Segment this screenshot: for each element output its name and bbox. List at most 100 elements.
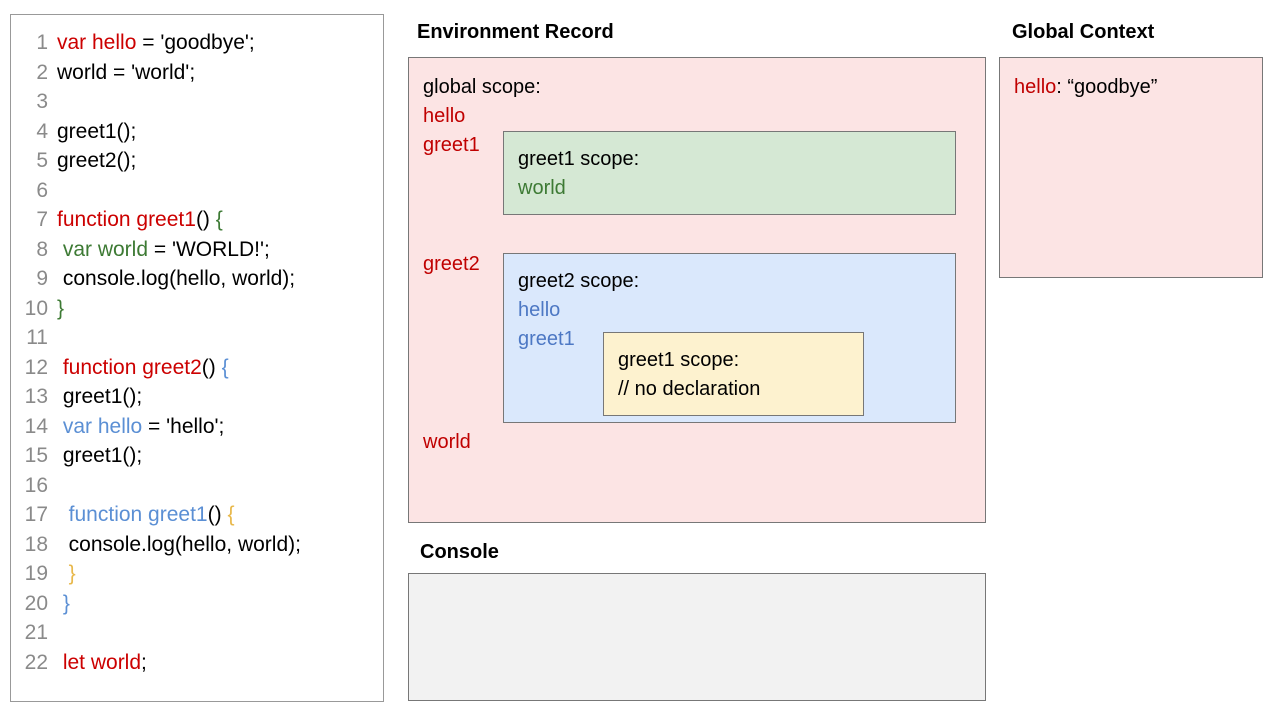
code-line: 12 function greet2() { [11, 356, 383, 386]
code-line: 6 [11, 179, 383, 209]
code-line-text: } [57, 562, 76, 586]
code-token: function greet1 [57, 503, 208, 526]
global-var-hello: hello [423, 105, 466, 127]
code-line: 22 let world; [11, 651, 383, 681]
code-token: greet2(); [57, 149, 137, 172]
code-token: greet1(); [57, 444, 143, 467]
global-context-entry: hello: “goodbye” [1014, 76, 1157, 99]
code-line: 9 console.log(hello, world); [11, 267, 383, 297]
line-number: 21 [24, 621, 48, 644]
code-line: 5 greet2(); [11, 149, 383, 179]
line-number: 10 [24, 296, 48, 320]
code-line-text: var hello = 'goodbye'; [57, 31, 255, 55]
line-number: 17 [24, 503, 48, 526]
code-token: var hello [57, 414, 143, 438]
global-scope-label: global scope: [423, 76, 541, 98]
line-number: 19 [24, 562, 48, 585]
greet1-inner-scope-box: greet1 scope: // no declaration [603, 332, 864, 416]
code-token: } [57, 562, 76, 585]
code-token: console.log(hello, world); [57, 532, 301, 556]
global-context-entry-separator: : [1056, 76, 1068, 98]
code-token: ; [141, 650, 147, 674]
code-token: { [227, 503, 235, 526]
code-editor-panel[interactable]: 1 var hello = 'goodbye'; 2 world = 'world';… [10, 14, 384, 702]
global-var-greet2: greet2 [423, 253, 480, 275]
code-line: 15 greet1(); [11, 444, 383, 474]
line-number: 6 [36, 178, 48, 202]
line-number: 1 [36, 31, 48, 54]
code-line: 7 function greet1() { [11, 208, 383, 238]
code-line-text: greet1(); [57, 444, 142, 468]
console-title: Console [420, 541, 499, 563]
code-line-text: let world; [57, 651, 147, 675]
code-line: 1 var hello = 'goodbye'; [11, 31, 383, 61]
code-line: 18 console.log(hello, world); [11, 533, 383, 563]
code-line-text: var world = 'WORLD!'; [57, 238, 270, 262]
line-number: 14 [24, 414, 48, 438]
code-line-text: greet1(); [57, 120, 136, 144]
global-context-entry-key: hello [1014, 76, 1057, 98]
code-token: world = 'world'; [57, 60, 196, 84]
code-line-text: function greet1() { [57, 208, 223, 232]
code-line: 19 } [11, 562, 383, 592]
global-var-world: world [423, 431, 471, 453]
line-number: 13 [24, 385, 48, 408]
code-token: () [207, 503, 228, 526]
code-line: 3 [11, 90, 383, 120]
code-token: greet1(); [57, 385, 143, 408]
code-token: { [215, 208, 223, 231]
greet2-scope-var-greet1: greet1 [518, 328, 575, 350]
code-token: = 'WORLD!'; [148, 237, 270, 261]
greet2-scope-label: greet2 scope: [518, 270, 640, 292]
code-line: 11 [11, 326, 383, 356]
greet2-scope-var-hello: hello [518, 299, 561, 321]
code-line-text: console.log(hello, world); [57, 533, 301, 557]
code-line-text: console.log(hello, world); [57, 267, 295, 291]
code-token: } [57, 296, 65, 320]
global-var-greet1: greet1 [423, 134, 480, 156]
code-token: var world [57, 237, 149, 261]
code-line-text: greet2(); [57, 149, 136, 173]
code-token: var hello [57, 31, 137, 54]
environment-record-title: Environment Record [417, 21, 614, 43]
code-line: 8 var world = 'WORLD!'; [11, 238, 383, 268]
code-line-text: world = 'world'; [57, 61, 195, 85]
code-token: function greet1 [57, 208, 196, 231]
code-line: 4 greet1(); [11, 120, 383, 150]
code-line: 20 } [11, 592, 383, 622]
code-line-text: greet1(); [57, 385, 142, 409]
code-line: 10} [11, 297, 383, 327]
code-line: 21 [11, 621, 383, 651]
code-line: 17 function greet1() { [11, 503, 383, 533]
line-number: 7 [36, 208, 48, 231]
line-number: 20 [24, 591, 48, 615]
line-number: 15 [24, 444, 48, 467]
code-token: = 'hello'; [142, 414, 225, 438]
line-number: 9 [36, 267, 48, 290]
code-token: = 'goodbye'; [136, 31, 255, 54]
code-token: { [221, 355, 229, 379]
code-line-text: } [57, 297, 64, 321]
global-context-box: hello: “goodbye” [999, 57, 1263, 278]
code-token: () [195, 208, 216, 231]
line-number: 4 [36, 119, 48, 143]
greet1-scope-label: greet1 scope: [518, 148, 640, 170]
code-line: 14 var hello = 'hello'; [11, 415, 383, 445]
code-line-text: var hello = 'hello'; [57, 414, 225, 439]
line-number: 5 [36, 149, 48, 172]
code-token: } [57, 591, 70, 615]
global-context-title: Global Context [1012, 21, 1155, 43]
code-line-text: } [57, 592, 70, 616]
line-number: 16 [24, 473, 48, 497]
code-line: 16 [11, 474, 383, 504]
line-number: 3 [36, 90, 48, 113]
global-context-entry-value: “goodbye” [1067, 76, 1158, 98]
greet1-inner-scope-note: // no declaration [618, 378, 761, 400]
greet2-scope-box: greet2 scope: hello greet1 greet1 scope:… [503, 253, 956, 423]
line-number: 12 [24, 355, 48, 379]
code-line-list: 1 var hello = 'goodbye'; 2 world = 'world';… [11, 31, 383, 680]
line-number: 22 [24, 650, 48, 674]
line-number: 2 [36, 60, 48, 84]
console-box[interactable] [408, 573, 986, 701]
greet1-scope-var-world: world [518, 177, 566, 199]
